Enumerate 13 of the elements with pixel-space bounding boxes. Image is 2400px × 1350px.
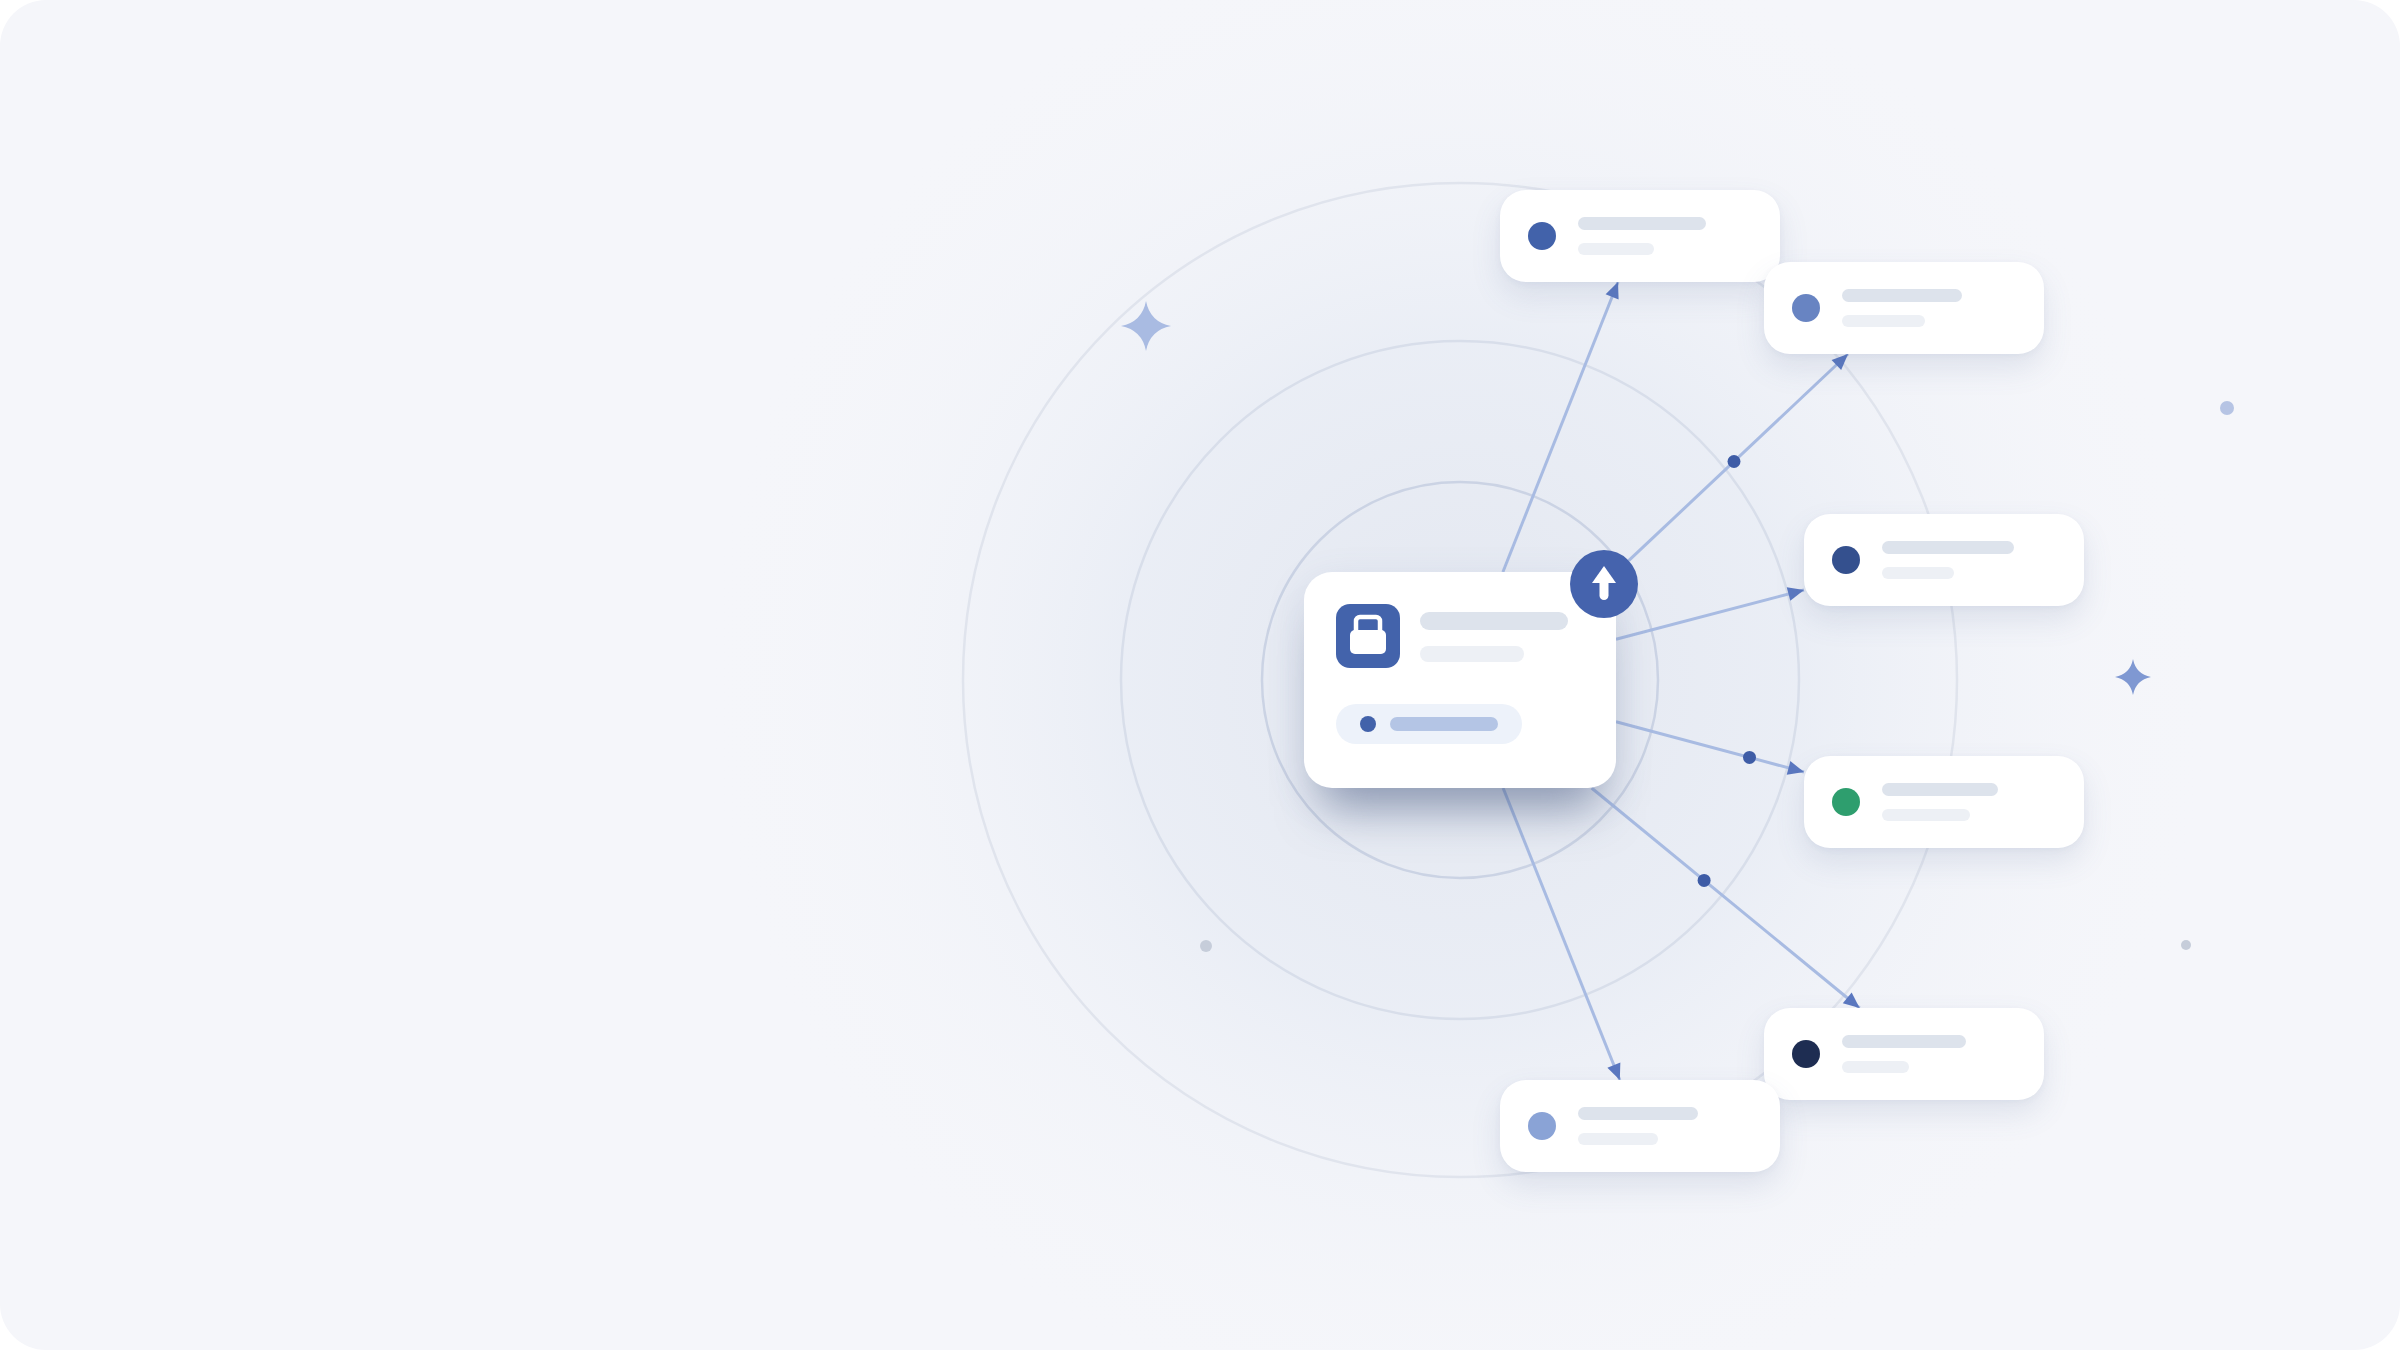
arrow bbox=[1501, 281, 1620, 573]
item-card bbox=[1804, 514, 2084, 606]
hub-card bbox=[1304, 572, 1616, 788]
item-card bbox=[1764, 262, 2044, 354]
item-card bbox=[1500, 1080, 1780, 1172]
arrow bbox=[1615, 720, 1805, 775]
arrow bbox=[1590, 786, 1861, 1010]
arrow bbox=[1627, 352, 1850, 562]
arrow bbox=[1615, 587, 1805, 641]
arrow bbox=[1501, 787, 1622, 1081]
item-card bbox=[1804, 756, 2084, 848]
item-card bbox=[1500, 190, 1780, 282]
item-card bbox=[1764, 1008, 2044, 1100]
